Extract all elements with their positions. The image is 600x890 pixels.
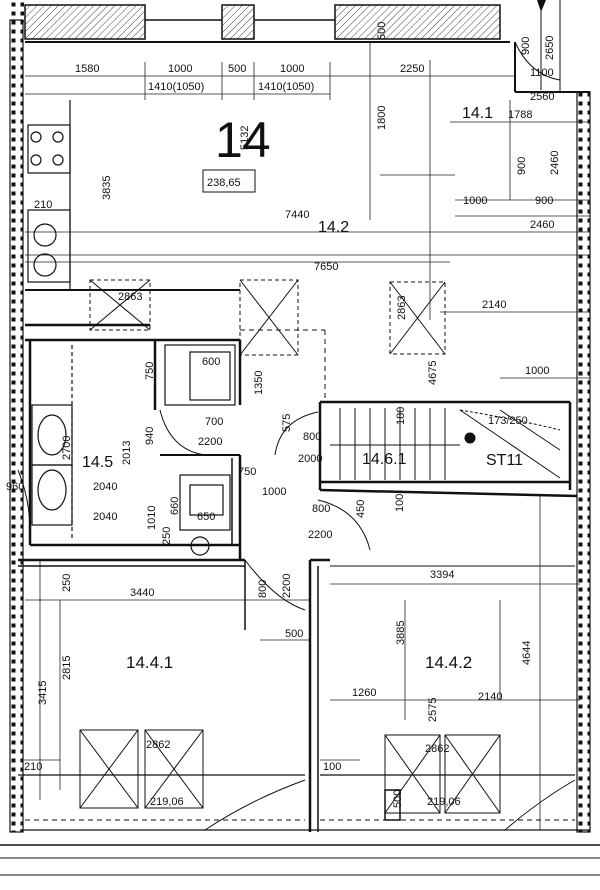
dim-2200c: 2200	[281, 574, 293, 598]
dim-1260: 1260	[352, 687, 376, 699]
vertical-dimension-labels: 500 900 2650 1800 5132 900 2460 3835 286…	[37, 22, 561, 808]
dim-450: 450	[355, 500, 367, 518]
dim-750: 750	[144, 362, 156, 380]
dim-800b: 800	[312, 503, 330, 515]
dim-1010: 1010	[146, 506, 158, 530]
dim-2863b: 2863	[396, 296, 408, 320]
dim-1800: 1800	[376, 106, 388, 130]
dim-900v: 900	[516, 157, 528, 175]
dim-1580: 1580	[75, 63, 99, 75]
dim-1100: 1100	[530, 67, 554, 79]
dim-100b: 100	[323, 761, 341, 773]
dim-100: 100	[394, 494, 406, 512]
dim-2040: 2040	[93, 481, 117, 493]
dim-2650: 2650	[544, 36, 556, 60]
dim-210: 210	[34, 199, 52, 211]
shafts	[79, 279, 576, 831]
dim-173: 173/250	[488, 415, 528, 427]
dim-800: 800	[303, 431, 321, 443]
dim-1000s: 1000	[525, 365, 549, 377]
dim-4644: 4644	[521, 641, 533, 665]
dim-2460b: 2460	[530, 219, 554, 231]
doors	[17, 409, 371, 611]
room-label-14-1: 14.1	[462, 105, 493, 122]
dim-3415: 3415	[37, 681, 49, 705]
dim-700: 700	[205, 416, 223, 428]
dim-7650: 7650	[314, 261, 338, 273]
dim-2140b: 2140	[478, 691, 502, 703]
dim-2575: 2575	[427, 698, 439, 722]
dimension-labels: 1580 1000 500 1000 1410(1050) 1410(1050)…	[6, 63, 554, 773]
dim-2140: 2140	[482, 299, 506, 311]
apartment-area-box	[202, 169, 256, 193]
dim-3394: 3394	[430, 569, 454, 581]
dim-650: 650	[197, 511, 215, 523]
room-label-14-5: 14.5	[82, 454, 113, 471]
dimension-lines	[20, 42, 590, 830]
dim-1350: 1350	[253, 371, 265, 395]
dim-600: 600	[202, 356, 220, 368]
dim-2460: 2460	[549, 151, 561, 175]
dim-2200b: 2200	[308, 529, 332, 541]
dim-2560: 2560	[530, 91, 554, 103]
dim-3885: 3885	[395, 621, 407, 645]
dim-2250: 2250	[400, 63, 424, 75]
dim-940: 940	[144, 427, 156, 445]
dim-2200: 2200	[198, 436, 222, 448]
room-label-14-4-1: 14.4.1	[126, 653, 173, 672]
dim-1410b: 1410(1050)	[258, 81, 314, 93]
kitchen-fixtures	[27, 100, 71, 290]
dim-1000a: 1000	[168, 63, 192, 75]
dim-2700: 2700	[61, 436, 73, 460]
apartment-area: 238,65	[207, 177, 241, 189]
dim-575: 575	[281, 414, 293, 432]
dim-2862b: 2862	[425, 743, 449, 755]
top-windows	[24, 4, 510, 43]
dim-2040b: 2040	[93, 511, 117, 523]
dim-2013: 2013	[121, 441, 133, 465]
dim-1000m: 1000	[262, 486, 286, 498]
stair	[330, 408, 561, 480]
dim-1000r: 1000	[463, 195, 487, 207]
dim-960: 960	[6, 481, 24, 493]
dim-5132: 5132	[239, 126, 251, 150]
dim-1000b: 1000	[280, 63, 304, 75]
dim-2815: 2815	[61, 656, 73, 680]
dim-750b: 750	[238, 466, 256, 478]
dim-500c: 500	[392, 790, 404, 808]
room-label-14-4-2: 14.4.2	[425, 653, 472, 672]
room-label-14-6-1: 14.6.1	[362, 451, 407, 468]
room-label-14-2: 14.2	[318, 219, 349, 236]
dim-660: 660	[169, 497, 181, 515]
dim-900: 900	[520, 37, 532, 55]
dim-250: 250	[161, 527, 173, 545]
dim-180: 180	[395, 407, 407, 425]
area-window-right: 219,06	[427, 796, 461, 808]
stair-label: ST11	[486, 452, 523, 469]
interior-walls	[18, 289, 578, 832]
dim-2000: 2000	[298, 453, 322, 465]
area-window-left: 219,06	[150, 796, 184, 808]
ceiling-lines	[25, 329, 575, 821]
dim-3835: 3835	[101, 176, 113, 200]
dim-210b: 210	[24, 761, 42, 773]
dim-900b: 900	[535, 195, 553, 207]
top-right-entrance	[514, 0, 590, 93]
dim-500b: 500	[285, 628, 303, 640]
dim-7440: 7440	[285, 209, 309, 221]
dim-1788: 1788	[508, 109, 532, 121]
dim-250b: 250	[61, 574, 73, 592]
dim-1410a: 1410(1050)	[148, 81, 204, 93]
bathroom-fixtures	[31, 344, 236, 556]
dim-3440: 3440	[130, 587, 154, 599]
dim-2863: 2863	[118, 291, 142, 303]
dim-800c: 800	[257, 580, 269, 598]
dim-500v: 500	[376, 22, 388, 40]
dim-4675: 4675	[427, 361, 439, 385]
dim-500: 500	[228, 63, 246, 75]
apartment-number: 14	[215, 112, 271, 168]
dim-2862: 2862	[146, 739, 170, 751]
